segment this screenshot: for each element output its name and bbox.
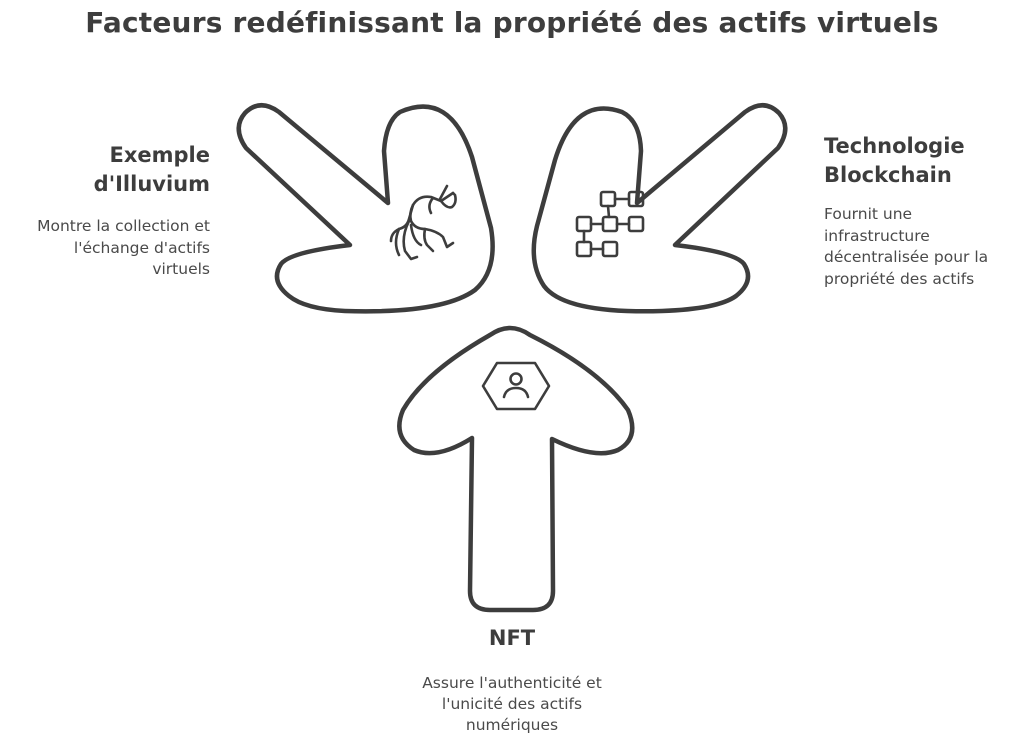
factor-heading-line1: Technologie bbox=[824, 134, 965, 158]
arrow-nft bbox=[397, 325, 635, 613]
factor-description-line: décentralisée pour la bbox=[824, 248, 989, 266]
factor-description-line: virtuels bbox=[152, 260, 210, 278]
factor-description-line: infrastructure bbox=[824, 227, 930, 245]
diagram-title: Facteurs redéfinissant la propriété des … bbox=[85, 6, 939, 39]
factor-heading-line2: d'Illuvium bbox=[93, 172, 210, 196]
factor-description-line: numériques bbox=[465, 716, 559, 734]
factor-heading-line1: Exemple bbox=[109, 143, 211, 167]
factor-description-line: Fournit une bbox=[824, 205, 913, 223]
factor-heading-line2: Blockchain bbox=[824, 163, 952, 187]
blockchain-icon bbox=[575, 190, 645, 258]
factor-description-line: l'échange d'actifs bbox=[73, 239, 210, 257]
factor-description-line: l'unicité des actifs bbox=[441, 695, 583, 713]
unicorn-icon bbox=[389, 184, 457, 261]
factor-heading: NFT bbox=[488, 626, 536, 650]
user-hexagon-icon bbox=[481, 361, 551, 411]
arrow-blockchain bbox=[531, 103, 788, 314]
factor-description-line: Montre la collection et bbox=[37, 217, 210, 235]
arrow-illuvium bbox=[236, 103, 495, 314]
factor-description-line: Assure l'authenticité et bbox=[422, 674, 602, 692]
factor-description-line: propriété des actifs bbox=[824, 270, 975, 288]
